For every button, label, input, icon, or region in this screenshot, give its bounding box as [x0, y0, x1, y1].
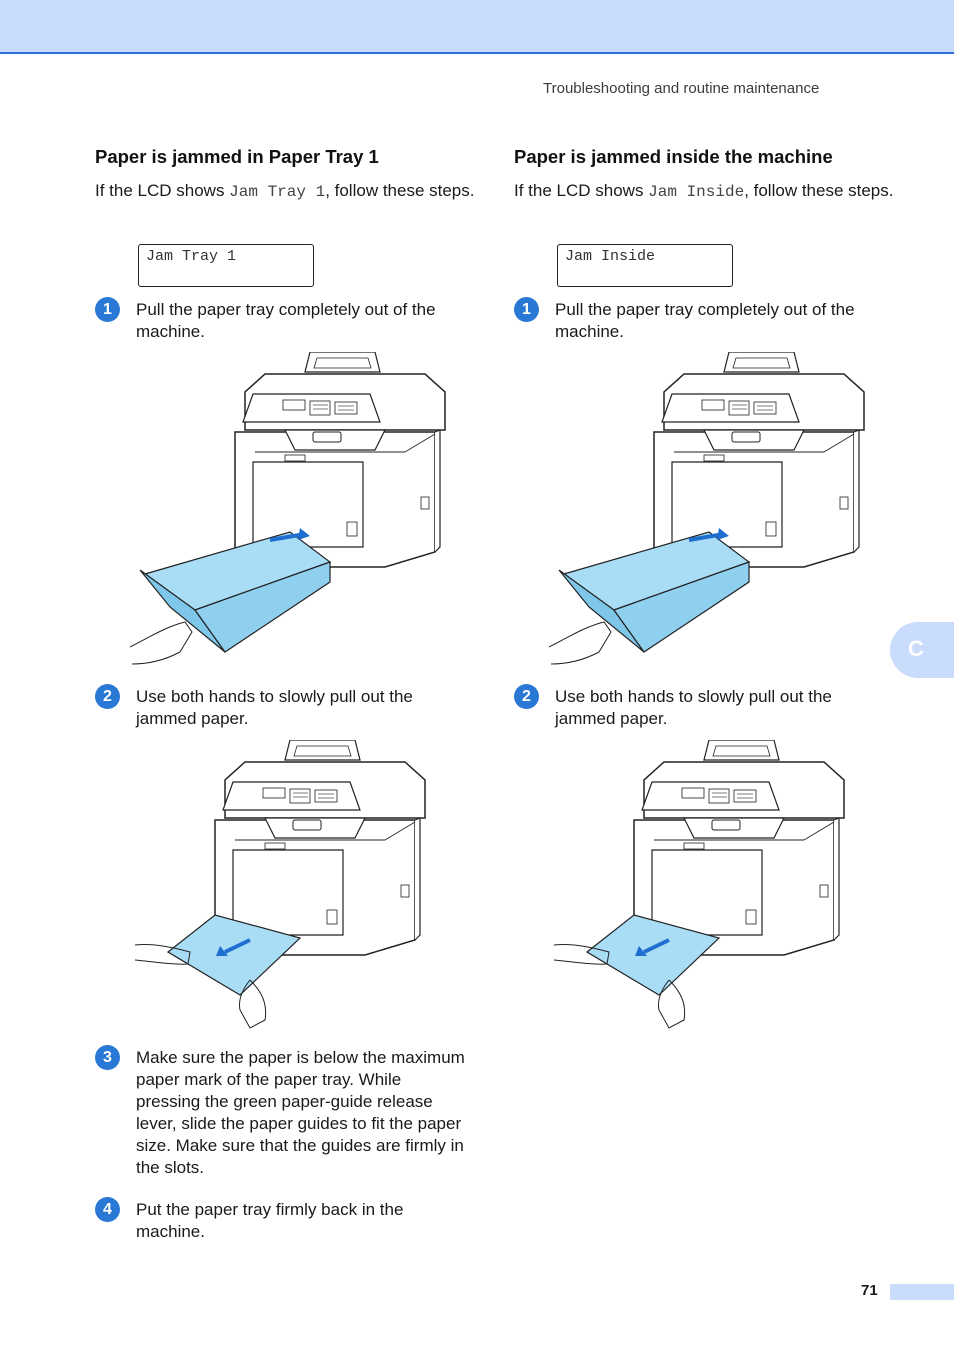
printer-jammed-paper-illustration: [553, 740, 845, 1029]
intro-left: If the LCD shows Jam Tray 1, follow thes…: [95, 181, 475, 201]
step-number: 2: [514, 684, 539, 709]
step-number: 4: [95, 1197, 120, 1222]
left-column: Paper is jammed in Paper Tray 1 If the L…: [95, 146, 475, 203]
step-text: Pull the paper tray completely out of th…: [555, 300, 855, 341]
step-text: Pull the paper tray completely out of th…: [136, 300, 436, 341]
step-number: 2: [95, 684, 120, 709]
running-head: Troubleshooting and routine maintenance: [543, 80, 820, 97]
step-number: 1: [95, 297, 120, 322]
step-text: Put the paper tray firmly back in the ma…: [136, 1200, 404, 1241]
step-number: 1: [514, 297, 539, 322]
lcd-message-right: Jam Inside: [557, 244, 733, 287]
page-number: 71: [861, 1282, 878, 1299]
printer-tray-pull-illustration: [130, 352, 446, 665]
printer-tray-pull-illustration: [549, 352, 865, 665]
chapter-tab: C: [890, 622, 954, 678]
step-text: Use both hands to slowly pull out the ja…: [555, 687, 832, 728]
page-number-band: [890, 1284, 954, 1300]
lcd-message-left: Jam Tray 1: [138, 244, 314, 287]
chapter-tab-letter: C: [908, 636, 924, 661]
section-title-left: Paper is jammed in Paper Tray 1: [95, 146, 379, 167]
step-text: Use both hands to slowly pull out the ja…: [136, 687, 413, 728]
top-band: [0, 0, 954, 54]
step-text: Make sure the paper is below the maximum…: [136, 1048, 465, 1177]
intro-right: If the LCD shows Jam Inside, follow thes…: [514, 181, 894, 201]
printer-jammed-paper-illustration: [134, 740, 426, 1029]
section-title-right: Paper is jammed inside the machine: [514, 146, 833, 167]
right-column: Paper is jammed inside the machine If th…: [514, 146, 894, 203]
step-number: 3: [95, 1045, 120, 1070]
